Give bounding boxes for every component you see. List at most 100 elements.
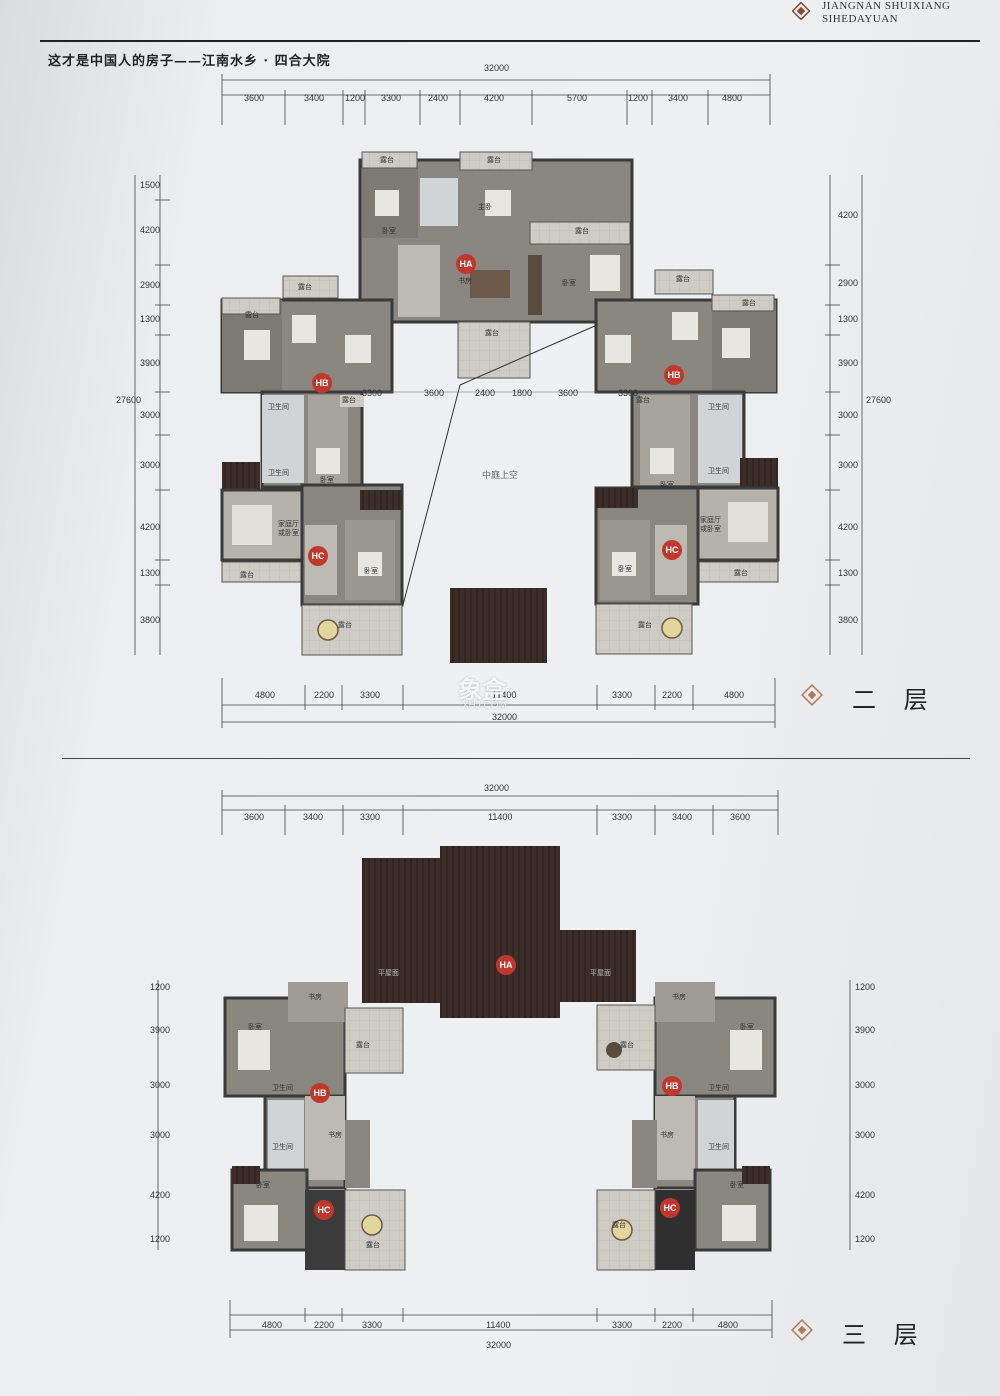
brand-name: JIANGNAN SHUIXIANG SIHEDAYUAN xyxy=(822,0,950,26)
floor2-label: 二 层 xyxy=(852,686,938,714)
floor2-courtyard-dim: 3600 xyxy=(424,388,445,398)
room-label: 卧室 xyxy=(660,482,674,489)
floor2-bottom-dimensions xyxy=(221,678,776,728)
floor2-bottom-dim: 3300 xyxy=(360,690,381,700)
room-label: 露台 xyxy=(485,330,499,337)
unit-badge-hb: HB xyxy=(312,373,332,393)
floor3-top-dim: 11400 xyxy=(488,812,513,822)
floor2-courtyard-label: 中庭上空 xyxy=(482,470,519,480)
room-label: 卫生间 xyxy=(272,1085,293,1092)
room-label: 书房 xyxy=(458,278,472,285)
floor2-bottom-dim: 2200 xyxy=(314,690,335,700)
floor2-plan xyxy=(134,74,863,728)
watermark-logo: 象盒 xyxy=(458,677,506,704)
floor2-right-total: 27600 xyxy=(866,395,892,405)
floor2-courtyard-dim: 2400 xyxy=(475,388,496,398)
floor2-left-dim: 3000 xyxy=(140,460,161,470)
floor3-total-width: 32000 xyxy=(484,783,510,793)
room-label: 书房 xyxy=(328,1132,342,1139)
room-label: 露台 xyxy=(338,622,352,629)
floor2-inner-dim: 3300 xyxy=(362,388,383,398)
unit-badge-hb: HB xyxy=(664,365,684,385)
brand-logo-icon xyxy=(791,1,811,21)
room-label: 家庭厅 或卧室 xyxy=(700,517,721,533)
floor3-top-dim: 3600 xyxy=(730,812,751,822)
floor3-bottom-dim: 2200 xyxy=(662,1320,683,1330)
floor3-bottom-dim: 3300 xyxy=(362,1320,383,1330)
floor2-top-dim: 3600 xyxy=(244,93,265,103)
room-label: 露台 xyxy=(676,276,690,283)
unit-badge-ha: HA xyxy=(456,254,476,274)
floor2-top-dim: 4800 xyxy=(722,93,743,103)
room-label: 露台 xyxy=(575,228,589,235)
floor3-plan xyxy=(157,790,851,1338)
floor3-top-dim: 3400 xyxy=(303,812,324,822)
floor3-left-dim: 1200 xyxy=(150,1234,171,1244)
floor2-bottom-dim: 4800 xyxy=(724,690,745,700)
floor2-left-dim: 3800 xyxy=(140,615,161,625)
room-label: 主卧 xyxy=(478,204,492,211)
room-label: 露台 xyxy=(240,572,254,579)
floor2-left-dim: 4200 xyxy=(140,225,161,235)
room-label: 露台 xyxy=(342,397,356,404)
floor3-right-dim: 3000 xyxy=(855,1130,876,1140)
room-label: 卫生间 xyxy=(708,404,729,411)
floor2-unit-hb-left xyxy=(220,275,394,489)
floor2-top-dim: 3400 xyxy=(304,93,325,103)
floor3-bottom-dim: 4800 xyxy=(718,1320,739,1330)
floor2-courtyard-dim: 1800 xyxy=(512,388,533,398)
floor2-top-dim: 3400 xyxy=(668,93,689,103)
watermark-url: XHJ.COM xyxy=(462,700,507,711)
room-label: 书房 xyxy=(672,994,686,1001)
unit-badge-hc: HC xyxy=(314,1200,334,1220)
floor2-left-dim: 2900 xyxy=(140,280,161,290)
room-label: 露台 xyxy=(380,157,394,164)
floor3-unit-hc-right xyxy=(596,1166,772,1271)
room-label: 卫生间 xyxy=(268,404,289,411)
room-label: 卧室 xyxy=(320,477,334,484)
floor2-bottom-total: 32000 xyxy=(492,712,518,722)
room-label: 露台 xyxy=(638,622,652,629)
unit-badge-hb: HB xyxy=(662,1076,682,1096)
floor3-bottom-dim: 3300 xyxy=(612,1320,633,1330)
room-label: 家庭厅 或卧室 xyxy=(278,521,299,537)
section-divider xyxy=(62,758,970,759)
unit-badge-hb: HB xyxy=(310,1083,330,1103)
room-label: 露台 xyxy=(245,312,259,319)
room-label: 卧室 xyxy=(364,568,378,575)
room-label: 卫生间 xyxy=(708,1144,729,1151)
floor2-courtyard-dim: 3600 xyxy=(558,388,579,398)
brand-line-1: JIANGNAN SHUIXIANG xyxy=(822,0,951,12)
floor2-left-dim: 1300 xyxy=(140,314,161,324)
unit-badge-hc: HC xyxy=(660,1198,680,1218)
floor3-unit-ha-roof xyxy=(362,846,636,1018)
unit-badge-ha: HA xyxy=(496,955,516,975)
floor2-right-dim: 3000 xyxy=(838,460,859,470)
diamond-icon xyxy=(790,1318,814,1347)
floor3-top-dim: 3400 xyxy=(672,812,693,822)
floor3-top-dim: 3600 xyxy=(244,812,265,822)
diamond-icon xyxy=(800,683,824,712)
room-label: 书房 xyxy=(308,994,322,1001)
floor2-bottom-dim: 2200 xyxy=(662,690,683,700)
room-label: 卫生间 xyxy=(708,1085,729,1092)
floor2-side-dimensions xyxy=(134,175,863,655)
floor2-bottom-dim: 4800 xyxy=(255,690,276,700)
floor2-top-dim: 2400 xyxy=(428,93,449,103)
floor2-courtyard xyxy=(362,324,598,663)
room-label: 露台 xyxy=(487,157,501,164)
floor3-right-dim: 3000 xyxy=(855,1080,876,1090)
room-label: 卧室 xyxy=(562,280,576,287)
room-label: 卧室 xyxy=(730,1182,744,1189)
floor2-unit-hc-left xyxy=(220,462,404,656)
slogan: 这才是中国人的房子——江南水乡 · 四合大院 xyxy=(48,54,331,69)
floor2-top-dim: 1200 xyxy=(345,93,366,103)
floor3-top-dim: 3300 xyxy=(612,812,633,822)
room-label: 卧室 xyxy=(618,566,632,573)
room-label: 露台 xyxy=(298,284,312,291)
floor3-bottom-dim: 2200 xyxy=(314,1320,335,1330)
floor3-right-dim: 1200 xyxy=(855,982,876,992)
floor2-top-dim: 5700 xyxy=(567,93,588,103)
floor2-left-dim: 1300 xyxy=(140,568,161,578)
room-label: 平屋面 xyxy=(378,970,399,977)
